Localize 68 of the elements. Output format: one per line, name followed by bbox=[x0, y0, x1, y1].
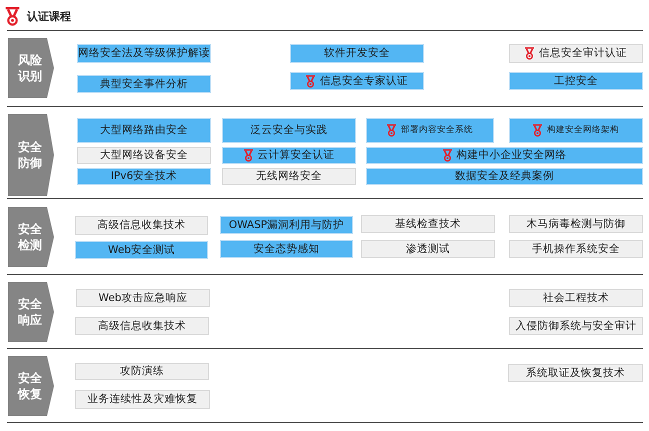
course-name: 典型安全事件分析 bbox=[100, 78, 188, 90]
course-card bbox=[361, 240, 495, 258]
course-name: 大型网络路由安全 bbox=[100, 124, 188, 137]
course-name: OWASP漏洞利用与防护 bbox=[228, 218, 344, 232]
course-card bbox=[75, 317, 209, 335]
course-name: Web攻击应急响应 bbox=[98, 292, 188, 304]
course-card bbox=[77, 147, 211, 164]
course-name: 业务连续性及灾难恢复 bbox=[88, 393, 198, 406]
course-card bbox=[508, 364, 643, 382]
course-name: 社会工程技术 bbox=[543, 292, 609, 304]
course-name: 无线网络安全 bbox=[256, 170, 322, 183]
course-name: 信息安全审计认证 bbox=[539, 47, 627, 60]
course-name: 系统取证及恢复技术 bbox=[526, 366, 625, 380]
course-card bbox=[509, 118, 643, 143]
course-name: 部署内容安全系统 bbox=[401, 125, 473, 136]
course-name: 入侵防御系统与安全审计 bbox=[516, 320, 636, 332]
course-card bbox=[509, 289, 643, 307]
course-card bbox=[509, 72, 643, 90]
course-name: 安全态势感知 bbox=[254, 242, 320, 256]
course-name: 数据安全及经典案例 bbox=[455, 170, 554, 183]
course-card bbox=[366, 118, 494, 143]
course-card bbox=[361, 215, 495, 233]
category-name: 安全检测 bbox=[17, 221, 43, 253]
course-card bbox=[509, 215, 643, 233]
course-card bbox=[77, 168, 211, 185]
course-card bbox=[222, 118, 356, 143]
course-name: 高级信息收集技术 bbox=[98, 219, 186, 232]
course-name: 高级信息收集技术 bbox=[98, 320, 186, 332]
course-name: 软件开发安全 bbox=[324, 47, 390, 60]
course-card bbox=[77, 75, 211, 93]
course-card bbox=[76, 289, 210, 307]
course-card bbox=[366, 147, 643, 164]
course-card bbox=[75, 216, 208, 235]
category-name: 安全防御 bbox=[17, 139, 43, 171]
course-name: 工控安全 bbox=[554, 74, 598, 88]
course-card bbox=[509, 317, 643, 335]
course-name: IPv6安全技术 bbox=[110, 170, 178, 183]
course-card bbox=[290, 44, 424, 63]
course-name: 基线检查技术 bbox=[395, 218, 461, 230]
course-card bbox=[220, 240, 353, 258]
course-card bbox=[222, 168, 356, 185]
course-name: Web安全测试 bbox=[108, 244, 175, 256]
course-name: 手机操作系统安全 bbox=[532, 242, 620, 256]
course-name: 网络安全法及等级保护解读 bbox=[78, 47, 210, 60]
course-name: 木马病毒检测与防御 bbox=[526, 218, 626, 230]
course-card bbox=[77, 44, 211, 63]
course-name: 渗透测试 bbox=[406, 242, 450, 256]
course-card bbox=[290, 72, 424, 90]
course-card bbox=[509, 240, 643, 258]
course-card bbox=[75, 363, 209, 380]
course-card bbox=[222, 147, 356, 164]
course-card bbox=[75, 390, 210, 409]
course-name: 构建安全网络架构 bbox=[547, 125, 619, 136]
course-card bbox=[75, 241, 208, 259]
category-name: 风险识别 bbox=[17, 52, 43, 84]
course-name: 云计算安全认证 bbox=[258, 149, 334, 162]
course-name: 构建中小企业安全网络 bbox=[456, 149, 566, 162]
course-name: 泛云安全与实践 bbox=[250, 124, 328, 137]
page-title: 认证课程 bbox=[27, 10, 71, 24]
course-name: 攻防演练 bbox=[120, 365, 164, 378]
category-name: 安全恢复 bbox=[17, 370, 43, 402]
course-card bbox=[509, 44, 643, 63]
course-card bbox=[366, 168, 643, 185]
course-name: 大型网络设备安全 bbox=[100, 149, 188, 162]
course-card bbox=[77, 118, 211, 143]
course-card bbox=[220, 216, 353, 234]
category-name: 安全响应 bbox=[17, 296, 43, 328]
course-name: 信息安全专家认证 bbox=[320, 74, 408, 88]
